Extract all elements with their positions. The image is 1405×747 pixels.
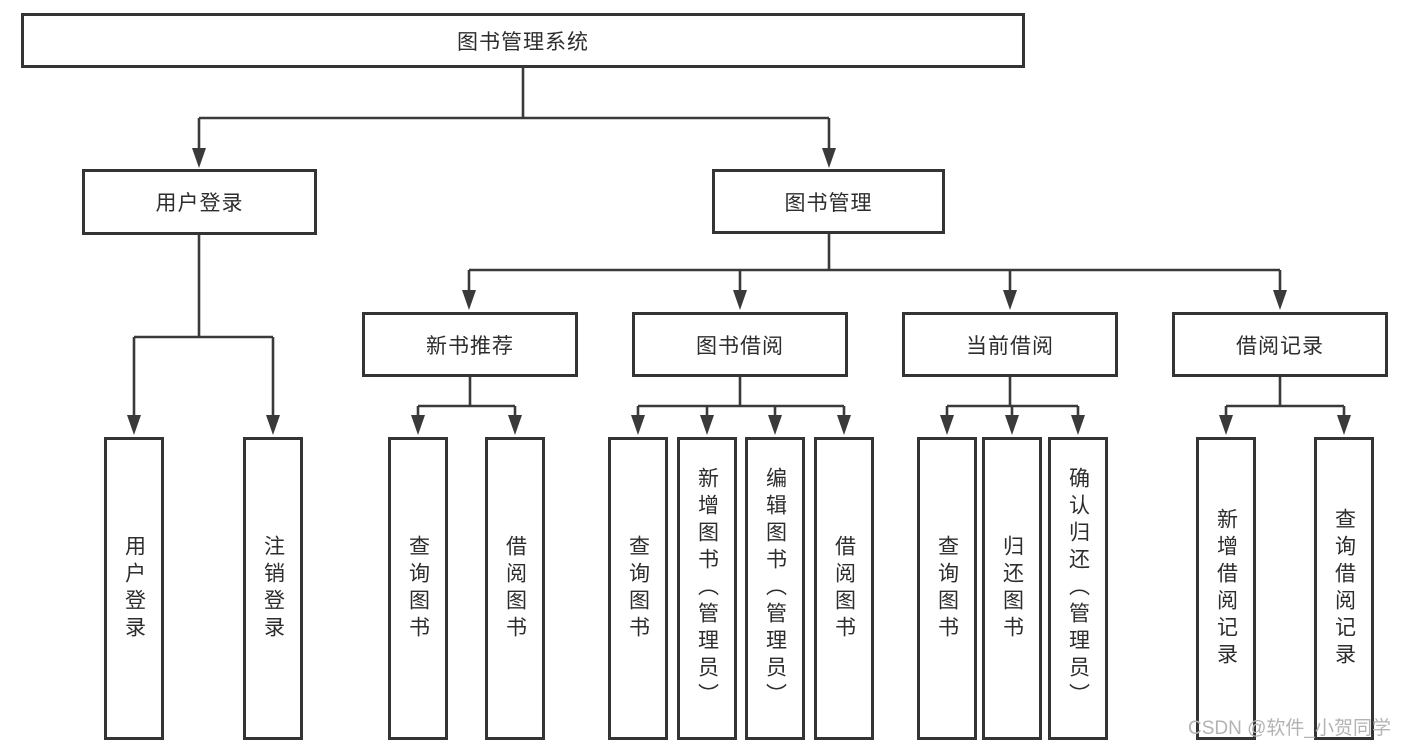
node-borrow-records: 借阅记录 (1172, 312, 1388, 377)
leaf-query-books-current: 查询图书 (917, 437, 977, 740)
leaf-label: 新增借阅记录 (1214, 507, 1238, 670)
leaf-label: 编辑图书（管理员） (763, 467, 787, 710)
leaf-query-books-newbook: 查询图书 (388, 437, 448, 740)
arrowheads (127, 148, 1351, 435)
node-library-management-system: 图书管理系统 (21, 13, 1025, 68)
leaf-user-login: 用户登录 (104, 437, 164, 740)
leaf-label: 确认归还（管理员） (1066, 467, 1090, 710)
leaf-label: 新增图书（管理员） (695, 467, 719, 710)
leaf-logout-login: 注销登录 (243, 437, 303, 740)
leaf-query-borrow-record: 查询借阅记录 (1314, 437, 1374, 740)
leaf-label: 查询借阅记录 (1332, 507, 1356, 670)
leaf-borrow-books-newbook: 借阅图书 (485, 437, 545, 740)
leaf-query-books-borrow: 查询图书 (608, 437, 668, 740)
node-new-book-recommend: 新书推荐 (362, 312, 578, 377)
leaf-return-books: 归还图书 (982, 437, 1042, 740)
leaf-label: 借阅图书 (832, 534, 856, 643)
leaf-label: 归还图书 (1000, 534, 1024, 643)
node-book-management: 图书管理 (712, 169, 945, 234)
leaf-add-books-admin: 新增图书（管理员） (677, 437, 737, 740)
leaf-label: 注销登录 (261, 534, 285, 643)
node-current-borrowing: 当前借阅 (902, 312, 1118, 377)
leaf-borrow-books-borrow: 借阅图书 (814, 437, 874, 740)
node-book-borrowing: 图书借阅 (632, 312, 848, 377)
csdn-watermark: CSDN @软件_小贺同学 (1188, 718, 1391, 739)
leaf-edit-books-admin: 编辑图书（管理员） (745, 437, 805, 740)
leaf-label: 查询图书 (935, 534, 959, 643)
leaf-label: 查询图书 (626, 534, 650, 643)
leaf-label: 查询图书 (406, 534, 430, 643)
leaf-add-borrow-record: 新增借阅记录 (1196, 437, 1256, 740)
leaf-label: 用户登录 (122, 534, 146, 643)
leaf-label: 借阅图书 (503, 534, 527, 643)
node-user-login: 用户登录 (82, 169, 317, 235)
leaf-confirm-return-admin: 确认归还（管理员） (1048, 437, 1108, 740)
